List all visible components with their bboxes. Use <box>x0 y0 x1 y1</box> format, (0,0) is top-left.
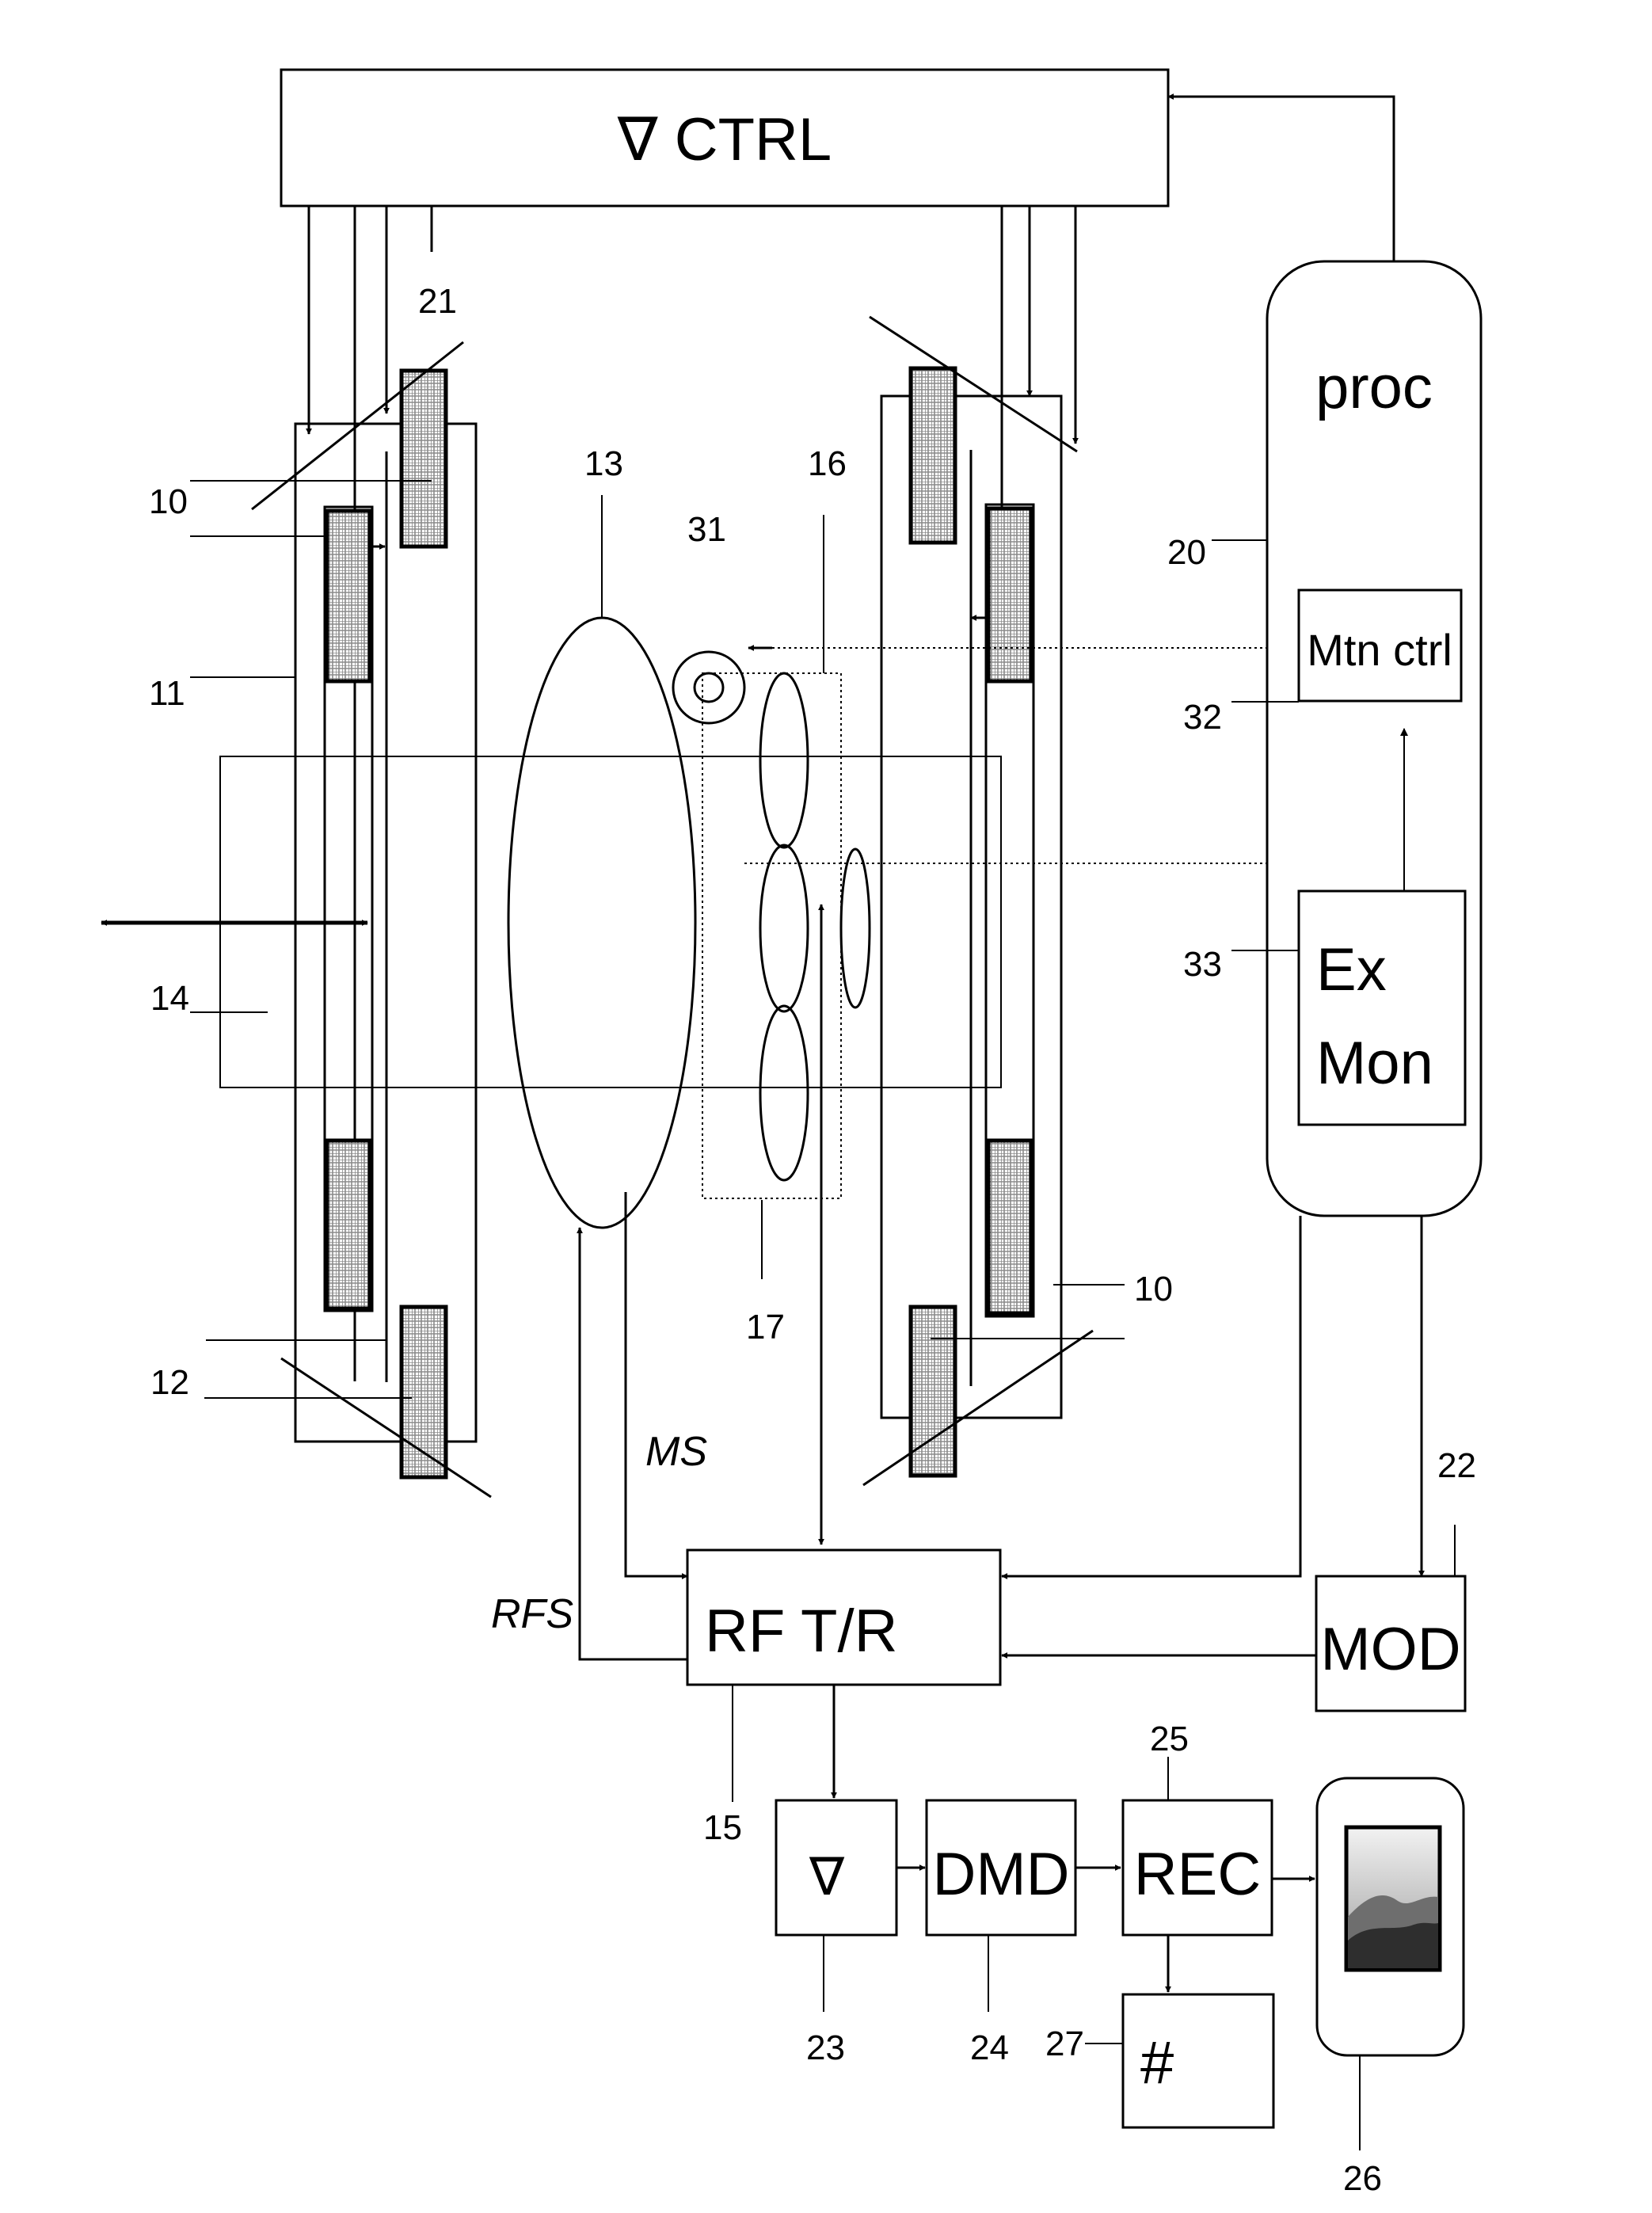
ref-26: 26 <box>1343 2159 1382 2198</box>
reconstruction-label: REC <box>1134 1841 1261 1908</box>
gradient-stage-block: ∇ <box>776 1800 896 1935</box>
proc-to-gradient-arrow <box>1168 97 1394 265</box>
ref-20: 20 <box>1167 533 1206 572</box>
rfs-label: RFS <box>491 1591 573 1637</box>
numeric-output-label: # <box>1140 2029 1174 2097</box>
reconstruction-block: REC <box>1123 1800 1272 1935</box>
ref-31: 31 <box>687 510 726 549</box>
demodulator-block: DMD <box>927 1800 1075 1935</box>
modulator-block: MOD <box>1316 1576 1465 1711</box>
processor-label: proc <box>1315 354 1433 421</box>
motion-control-label: Mtn ctrl <box>1307 625 1452 675</box>
ref-10-top: 10 <box>149 482 188 521</box>
ref-16: 16 <box>808 444 847 483</box>
right-main-coil-top <box>911 368 955 543</box>
left-gradient-coil-top <box>327 511 370 681</box>
excitation-monitor-label-2: Mon <box>1316 1030 1433 1097</box>
right-gradient-coil-bottom <box>988 1141 1031 1313</box>
ms-signal-arrow <box>626 1192 687 1576</box>
object-ellipse <box>508 618 695 1228</box>
left-magnet-assembly <box>252 342 491 1497</box>
ref-14: 14 <box>150 979 189 1018</box>
ms-label: MS <box>645 1429 707 1475</box>
numeric-output-block: # <box>1123 1994 1273 2127</box>
ref-12: 12 <box>150 1363 189 1402</box>
ref-17: 17 <box>746 1308 785 1346</box>
right-gradient-coil-top <box>988 508 1031 681</box>
ref-22: 22 <box>1437 1446 1476 1485</box>
ref-21: 21 <box>418 282 457 321</box>
ref-25: 25 <box>1150 1720 1189 1758</box>
gradient-control-label: ∇ CTRL <box>617 106 832 173</box>
gradient-stage-label: ∇ <box>809 1847 845 1906</box>
right-main-coil-bottom <box>911 1307 955 1476</box>
ref-10-right: 10 <box>1134 1270 1173 1308</box>
excitation-monitor-label-1: Ex <box>1316 936 1387 1004</box>
ref-24: 24 <box>970 2028 1009 2067</box>
display-monitor <box>1317 1778 1464 2055</box>
motion-marker <box>673 652 744 723</box>
demodulator-label: DMD <box>932 1841 1069 1908</box>
rf-coil-array <box>702 673 870 1198</box>
ref-13: 13 <box>584 444 623 483</box>
modulator-label: MOD <box>1320 1616 1460 1683</box>
processor-block: proc Mtn ctrl Ex Mon <box>1267 261 1481 1216</box>
rf-transceiver-block: RF T/R <box>687 1550 1000 1685</box>
right-magnet-assembly <box>863 317 1093 1485</box>
rf-transceiver-label: RF T/R <box>705 1598 897 1665</box>
ref-33: 33 <box>1183 945 1222 984</box>
ref-11: 11 <box>149 674 185 713</box>
ref-15: 15 <box>703 1808 742 1847</box>
gradient-control-block: ∇ CTRL <box>281 70 1168 206</box>
left-main-coil-top <box>402 371 446 547</box>
ref-32: 32 <box>1183 698 1222 737</box>
ref-27: 27 <box>1045 2024 1084 2063</box>
left-gradient-coil-bottom <box>327 1141 370 1308</box>
ref-23: 23 <box>806 2028 845 2067</box>
